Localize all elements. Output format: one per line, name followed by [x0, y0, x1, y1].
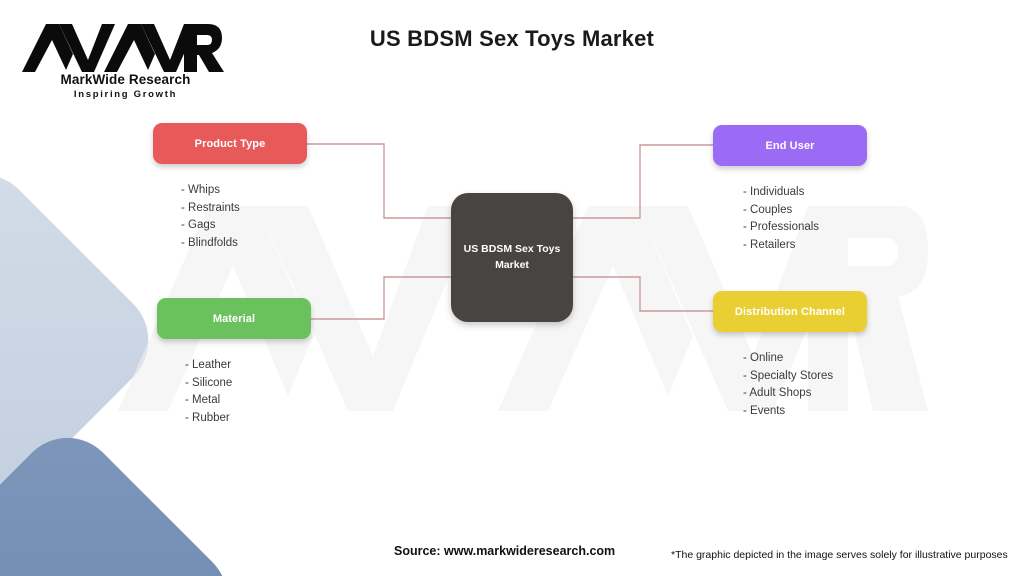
- list-item: - Individuals: [743, 186, 805, 198]
- list-item: - Couples: [743, 203, 793, 216]
- branch-items-material: - Leather - Silicone - Metal - Rubber: [157, 357, 311, 427]
- list-item: - Events: [743, 404, 786, 417]
- center-node-line2: Market: [495, 258, 529, 271]
- list-item: - Rubber: [185, 411, 230, 424]
- connector-distribution-channel: [572, 276, 713, 312]
- list-item: - Whips: [181, 184, 220, 196]
- branch-end-user: End User - Individuals - Couples - Profe…: [713, 125, 867, 254]
- branch-header-material[interactable]: Material: [157, 298, 311, 339]
- center-node[interactable]: US BDSM Sex Toys Market: [451, 193, 573, 322]
- branch-items-product-type: - Whips - Restraints - Gags - Blindfolds: [153, 182, 307, 252]
- branch-header-end-user[interactable]: End User: [713, 125, 867, 166]
- branch-header-label: Distribution Channel: [734, 305, 846, 318]
- footer-disclaimer: *The graphic depicted in the image serve…: [671, 549, 1008, 561]
- list-item: - Adult Shops: [743, 387, 812, 400]
- list-item: - Leather: [185, 359, 232, 371]
- list-item: - Restraints: [181, 201, 240, 214]
- connector-end-user: [572, 144, 713, 219]
- list-item: - Online: [743, 352, 784, 364]
- branch-header-label: Material: [212, 312, 256, 325]
- list-item: - Silicone: [185, 376, 233, 389]
- branch-header-label: Product Type: [194, 137, 266, 150]
- connector-material: [311, 276, 452, 320]
- branch-header-product-type[interactable]: Product Type: [153, 123, 307, 164]
- list-item: - Specialty Stores: [743, 369, 834, 382]
- brand-logo: MarkWide Research Inspiring Growth: [18, 22, 233, 100]
- center-node-label: US BDSM Sex Toys Market: [456, 242, 569, 272]
- branch-material: Material - Leather - Silicone - Metal - …: [157, 298, 311, 427]
- branch-distribution-channel: Distribution Channel - Online - Specialt…: [713, 291, 867, 420]
- list-item: - Blindfolds: [181, 236, 238, 249]
- connector-product-type: [307, 143, 452, 219]
- footer-source: Source: www.markwideresearch.com: [394, 544, 616, 558]
- branch-product-type: Product Type - Whips - Restraints - Gags…: [153, 123, 307, 252]
- list-item: - Metal: [185, 394, 221, 407]
- page-title: US BDSM Sex Toys Market: [369, 26, 655, 51]
- brand-tagline: Inspiring Growth: [73, 89, 178, 100]
- list-item: - Professionals: [743, 221, 820, 234]
- branch-items-end-user: - Individuals - Couples - Professionals …: [713, 184, 867, 254]
- brand-name: MarkWide Research: [60, 72, 191, 87]
- branch-header-distribution-channel[interactable]: Distribution Channel: [713, 291, 867, 332]
- branch-header-label: End User: [765, 139, 815, 152]
- branch-items-distribution-channel: - Online - Specialty Stores - Adult Shop…: [713, 350, 867, 420]
- list-item: - Retailers: [743, 238, 796, 251]
- mwr-logo-icon: [22, 24, 224, 72]
- center-node-line1: US BDSM Sex Toys: [463, 243, 561, 256]
- list-item: - Gags: [181, 219, 216, 232]
